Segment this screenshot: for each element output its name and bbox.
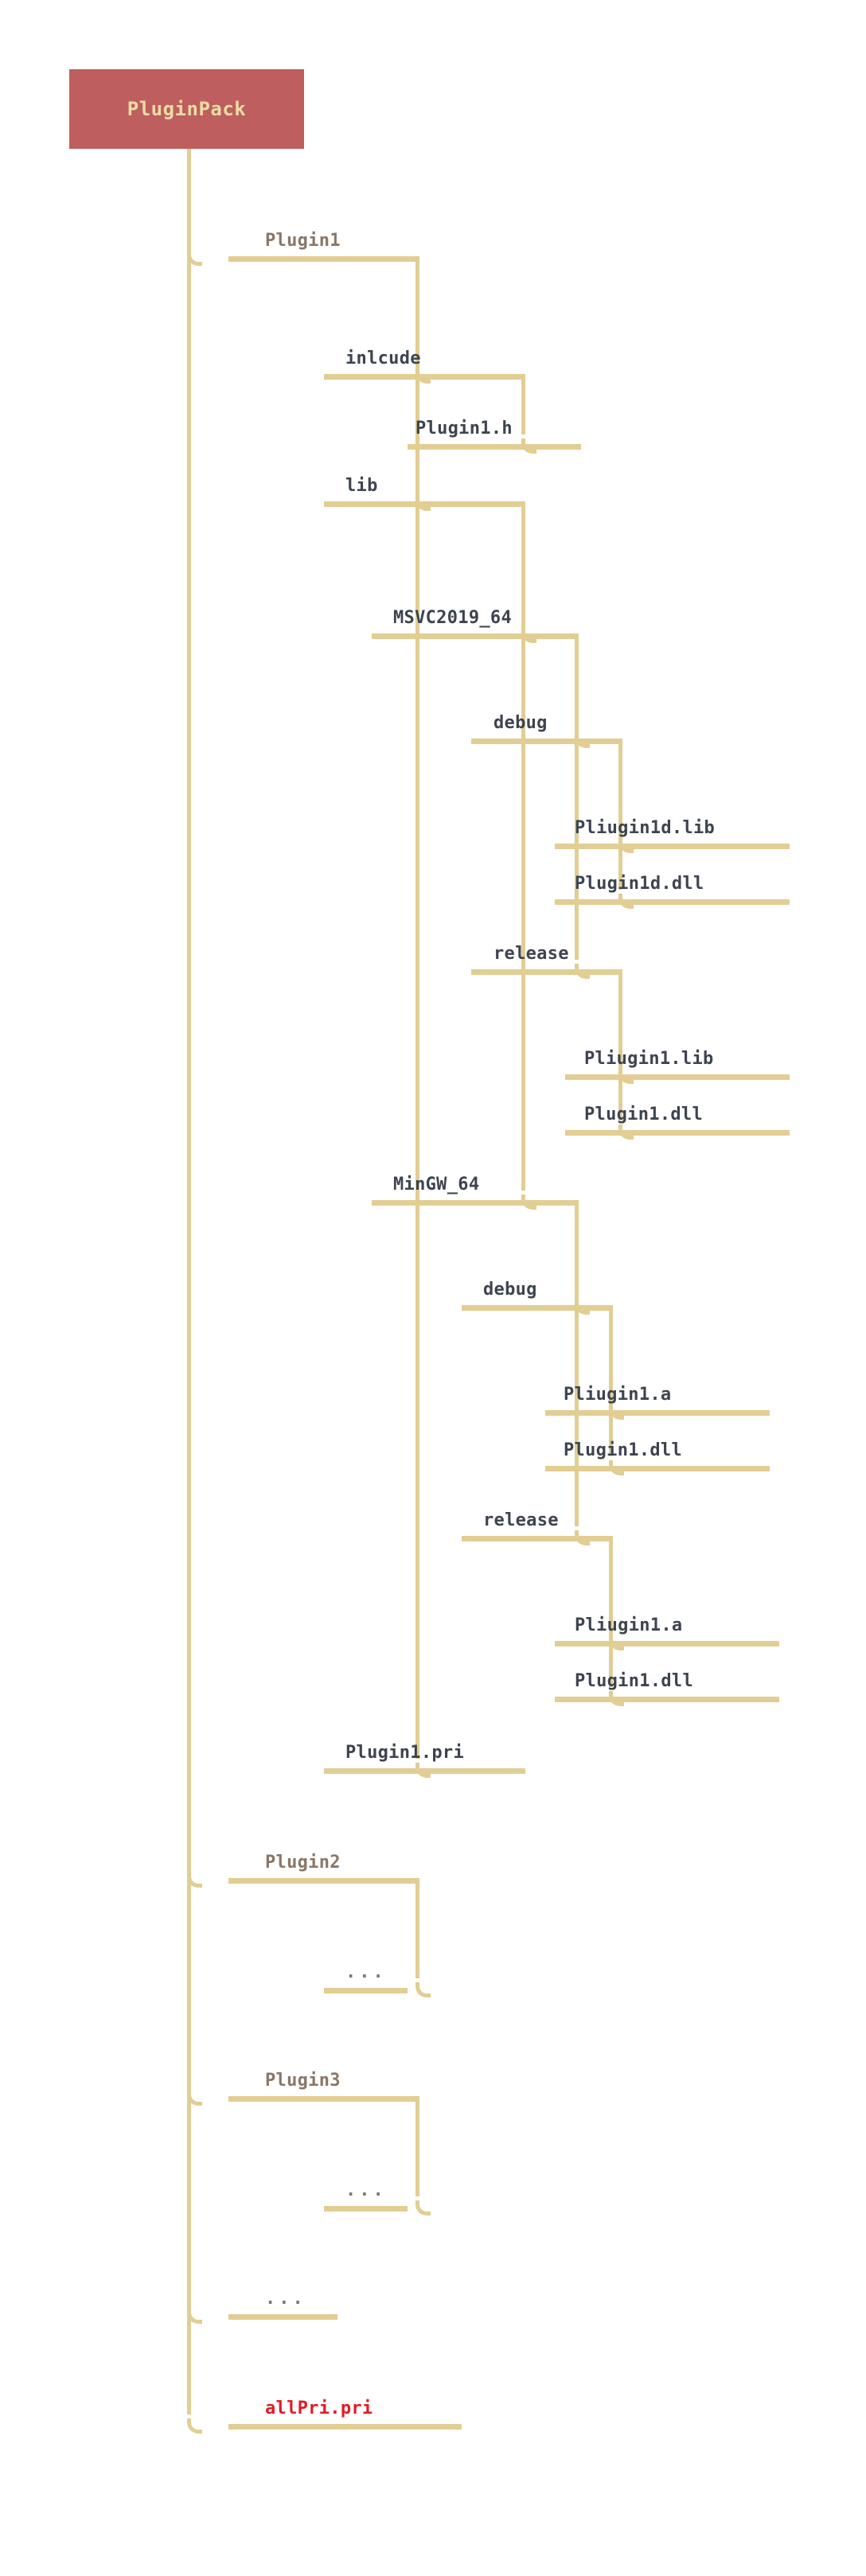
connector-elbow (609, 1691, 624, 1706)
connector-vertical (618, 739, 622, 890)
connector-horizontal (462, 1536, 613, 1541)
connector-horizontal (228, 2424, 462, 2430)
connector-elbow (415, 1982, 431, 1997)
connector-elbow (618, 1069, 634, 1084)
connector-horizontal (324, 2206, 408, 2212)
connector-horizontal (471, 969, 622, 975)
connector-elbow (415, 2200, 431, 2216)
tree-node-msvc_rel_dll[interactable]: Plugin1.dll (584, 1105, 703, 1124)
tree-node-plugin3[interactable]: Plugin3 (265, 2071, 341, 2091)
tree-node-plugin1_h[interactable]: Plugin1.h (415, 419, 513, 438)
connector-elbow (609, 1635, 624, 1650)
connector-elbow (187, 2091, 202, 2106)
connector-vertical (521, 374, 525, 435)
tree-node-plugin2[interactable]: Plugin2 (265, 1853, 341, 1873)
connector-horizontal (228, 256, 419, 262)
tree-node-plugin2_more[interactable]: ... (345, 1962, 387, 1982)
tree-node-msvc2019_64[interactable]: MSVC2019_64 (393, 608, 512, 628)
connector-vertical (609, 1536, 613, 1687)
connector-horizontal (324, 1988, 408, 1993)
tree-node-mingw_dbg_a[interactable]: Pliugin1.a (564, 1385, 672, 1405)
tree-node-msvc_dbg_lib[interactable]: Pliugin1d.lib (575, 818, 716, 838)
connector-elbow (618, 894, 634, 909)
connector-horizontal (555, 899, 790, 905)
connector-elbow (521, 1194, 536, 1210)
tree-node-mingw_64[interactable]: MinGW_64 (393, 1175, 480, 1194)
connector-horizontal (228, 2096, 419, 2102)
tree-node-mingw_release[interactable]: release (483, 1510, 559, 1530)
connector-elbow (609, 1460, 624, 1475)
connector-vertical (575, 1200, 579, 1526)
connector-horizontal (545, 1466, 770, 1471)
connector-horizontal (565, 1130, 790, 1136)
connector-elbow (187, 2418, 202, 2434)
connector-horizontal (565, 1074, 790, 1080)
root-node-pluginpack[interactable]: PluginPack (69, 69, 304, 149)
connector-vertical (575, 633, 579, 960)
connector-horizontal (228, 1878, 419, 1884)
tree-node-mingw_debug[interactable]: debug (483, 1280, 537, 1300)
connector-elbow (618, 1124, 634, 1140)
tree-node-msvc_rel_lib[interactable]: Pliugin1.lib (584, 1049, 714, 1069)
connector-horizontal (228, 2314, 337, 2320)
connector-horizontal (462, 1305, 613, 1311)
connector-vertical (521, 501, 525, 1191)
connector-elbow (415, 1763, 431, 1778)
connector-elbow (575, 1530, 590, 1545)
tree-node-msvc_debug[interactable]: debug (493, 713, 548, 733)
tree-node-root_more[interactable]: ... (265, 2289, 306, 2309)
connector-vertical (618, 969, 622, 1120)
connector-elbow (575, 1300, 590, 1315)
connector-elbow (415, 496, 431, 511)
connector-elbow (415, 368, 431, 384)
tree-node-lib[interactable]: lib (345, 476, 378, 496)
connector-elbow (575, 964, 590, 979)
tree-node-msvc_dbg_dll[interactable]: Plugin1d.dll (575, 874, 704, 894)
connector-vertical (415, 1878, 419, 1978)
connector-elbow (521, 628, 536, 643)
connector-vertical (415, 256, 419, 1759)
tree-node-mingw_rel_dll[interactable]: Plugin1.dll (575, 1671, 693, 1691)
connector-horizontal (555, 1697, 779, 1702)
connector-elbow (609, 1405, 624, 1420)
tree-node-mingw_dbg_dll[interactable]: Plugin1.dll (564, 1440, 682, 1460)
connector-horizontal (545, 1410, 770, 1416)
connector-vertical (187, 149, 191, 2414)
connector-horizontal (408, 444, 581, 450)
connector-horizontal (372, 633, 579, 639)
tree-node-msvc_release[interactable]: release (493, 944, 569, 964)
connector-elbow (575, 733, 590, 748)
connector-elbow (187, 251, 202, 266)
tree-node-plugin1_pri[interactable]: Plugin1.pri (345, 1743, 464, 1763)
tree-node-plugin1[interactable]: Plugin1 (265, 231, 341, 251)
connector-vertical (415, 2096, 419, 2196)
connector-horizontal (471, 739, 622, 744)
connector-horizontal (555, 844, 790, 849)
connector-horizontal (372, 1200, 579, 1206)
connector-horizontal (555, 1641, 779, 1647)
tree-node-all_pri[interactable]: allPri.pri (265, 2399, 373, 2418)
tree-node-plugin3_more[interactable]: ... (345, 2180, 387, 2200)
connector-vertical (609, 1305, 613, 1456)
connector-elbow (618, 838, 634, 853)
connector-elbow (521, 438, 536, 454)
connector-elbow (187, 2309, 202, 2324)
connector-elbow (187, 1873, 202, 1888)
tree-node-mingw_rel_a[interactable]: Pliugin1.a (575, 1615, 683, 1635)
tree-node-inlcude[interactable]: inlcude (345, 349, 421, 368)
